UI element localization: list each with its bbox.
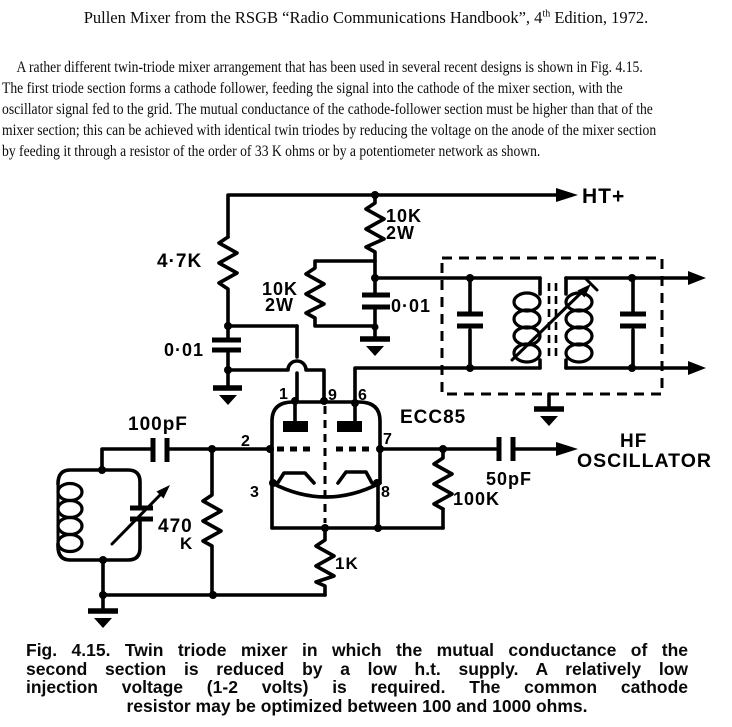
tuning-arrow — [510, 289, 585, 362]
title-text-tail: Edition, 1972. — [550, 8, 649, 27]
resistor-10k-2w-lower — [304, 259, 377, 328]
anode-plate-left — [283, 421, 308, 432]
osc-arrow-icon — [556, 442, 578, 456]
oscillator-output — [378, 437, 578, 461]
caption-line: second section is reduced by a low h.t. … — [26, 658, 688, 679]
if-out-arrow-bottom — [688, 361, 706, 375]
cap-100pf-label: 100pF — [128, 414, 188, 435]
resistor-10k-lower-watt: 2W — [265, 295, 294, 315]
resistor-4-7k-label: 4·7K — [157, 251, 202, 272]
junction-dots — [98, 191, 636, 599]
resistor-10k-upper-label: 10K — [386, 206, 422, 226]
cathode-right — [336, 470, 374, 485]
pin-8-label: 8 — [381, 484, 391, 501]
intro-paragraph: A rather different twin-triode mixer arr… — [2, 58, 732, 163]
resistor-470k-unit: K — [180, 534, 193, 553]
cathode-left — [275, 471, 316, 486]
paragraph-line: A rather different twin-triode mixer arr… — [16, 59, 643, 76]
anode-plate-right — [337, 421, 362, 432]
screening-can-outline — [440, 256, 664, 396]
title-text: Pullen Mixer from the RSGB “Radio Commun… — [83, 8, 543, 27]
if-transformer — [373, 256, 706, 426]
tuning-arrow — [110, 491, 164, 546]
pin-7-label: 7 — [383, 431, 393, 448]
cap-left-label: 0·01 — [164, 340, 204, 360]
caption-line: Fig. 4.15. Twin triode mixer in which th… — [26, 640, 688, 660]
oscillator-label: OSCILLATOR — [577, 450, 712, 472]
tube-type-label: ECC85 — [400, 407, 466, 428]
resistor-10k-2w-upper — [364, 193, 386, 280]
page-title: Pullen Mixer from the RSGB “Radio Commun… — [0, 8, 732, 28]
hf-label: HF — [620, 431, 647, 452]
cap-50pf-label: 50pF — [486, 469, 532, 489]
figure-caption: Fig. 4.15. Twin triode mixer in which th… — [26, 641, 688, 715]
resistor-100k-label: 100K — [453, 489, 500, 509]
cap-right-label: 0·01 — [391, 296, 431, 316]
resistor-100k — [432, 447, 454, 511]
tube-ecc85 — [270, 399, 382, 523]
ht-arrow-icon — [556, 188, 578, 202]
pin-1-label: 1 — [279, 386, 289, 403]
resistor-4-7k — [217, 235, 239, 328]
title-superscript: th — [542, 8, 551, 20]
pin-3-label: 3 — [250, 484, 260, 501]
resistor-470k — [201, 447, 223, 597]
resistor-1k-label: 1K — [335, 554, 359, 573]
paragraph-line: mixer section; this can be achieved with… — [2, 121, 657, 139]
cathode-rail — [270, 482, 445, 530]
caption-line: injection voltage (1-2 volts) is require… — [26, 677, 688, 698]
resistor-10k-lower-label: 10K — [262, 279, 298, 299]
if-out-arrow-top — [688, 271, 706, 285]
pin-9-label: 9 — [328, 387, 338, 404]
paragraph-line: oscillator signal fed to the grid. The m… — [2, 100, 653, 118]
pin6-anode-wire — [353, 366, 542, 405]
paragraph-line: by feeding it through a resistor of the … — [2, 142, 541, 160]
pin-2-label: 2 — [241, 433, 251, 450]
resistor-1k — [101, 526, 336, 597]
capacitor-100pf — [100, 438, 272, 472]
pin-6-label: 6 — [358, 387, 368, 404]
resistor-470k-label: 470 — [158, 516, 193, 537]
primary-winding — [512, 291, 542, 313]
paragraph-line: The first triode section forms a cathode… — [2, 79, 623, 97]
ht-supply-rail — [226, 188, 578, 239]
pin9-shield-wire — [226, 359, 326, 403]
capacitor-0-01-right — [360, 276, 390, 356]
resistor-10k-upper-watt: 2W — [386, 223, 415, 243]
capacitor-0-01-left — [212, 324, 299, 405]
caption-line: resistor may be optimized between 100 an… — [126, 695, 588, 716]
ht-supply-label: HT+ — [582, 185, 625, 208]
input-tank-circuit — [56, 468, 170, 628]
